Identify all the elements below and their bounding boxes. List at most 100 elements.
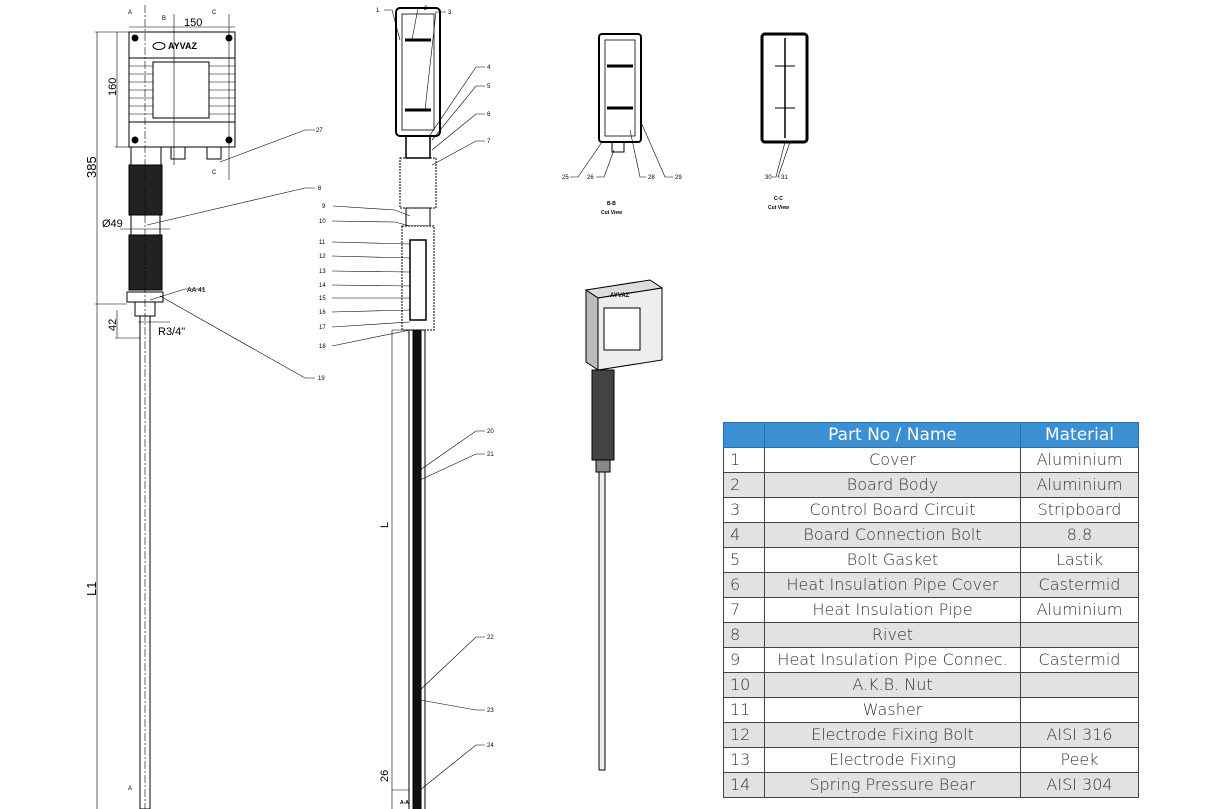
section-view-aa bbox=[391, 7, 441, 809]
part-number: 3 bbox=[723, 497, 765, 523]
part-name: Board Body bbox=[764, 472, 1021, 498]
part-name: Heat Insulation Pipe Connec. bbox=[764, 647, 1021, 673]
part-material: Stripboard bbox=[1020, 497, 1139, 523]
part-number: 5 bbox=[723, 547, 765, 573]
part-material bbox=[1020, 697, 1139, 723]
finned-pipe bbox=[128, 164, 163, 291]
part-name: Electrode Fixing bbox=[764, 747, 1021, 773]
callout-17: 17 bbox=[319, 325, 326, 331]
part-number: 8 bbox=[723, 622, 765, 648]
part-name: Washer bbox=[764, 697, 1021, 723]
logo-3d: AYVAZ bbox=[610, 293, 630, 299]
part-number: 9 bbox=[723, 647, 765, 673]
part-number: 14 bbox=[723, 772, 765, 798]
callout-6: 6 bbox=[487, 112, 491, 118]
callout-10: 10 bbox=[319, 219, 326, 225]
part-material bbox=[1020, 672, 1139, 698]
marker-c2: C bbox=[212, 170, 217, 176]
part-material: Aluminium bbox=[1020, 447, 1139, 473]
part-name: Control Board Circuit bbox=[764, 497, 1021, 523]
callout-12: 12 bbox=[319, 254, 326, 260]
marker-c: C bbox=[212, 10, 217, 16]
part-name: Heat Insulation Pipe bbox=[764, 597, 1021, 623]
callout-30: 30 bbox=[765, 175, 772, 181]
part-number: 13 bbox=[723, 747, 765, 773]
aa-title: A-A bbox=[400, 800, 409, 806]
callout-20: 20 bbox=[487, 429, 494, 435]
part-name: Spring Pressure Bear bbox=[764, 772, 1021, 798]
part-material: AISI 316 bbox=[1020, 722, 1139, 748]
marker-a2: A bbox=[128, 786, 132, 792]
callout-26: 26 bbox=[587, 175, 594, 181]
part-material: Aluminium bbox=[1020, 472, 1139, 498]
dim-wrench: AA 41 bbox=[187, 287, 206, 294]
part-material: Lastik bbox=[1020, 547, 1139, 573]
callout-25: 25 bbox=[562, 175, 569, 181]
dim-thread: R3/4" bbox=[158, 326, 185, 338]
part-number: 2 bbox=[723, 472, 765, 498]
part-number: 12 bbox=[723, 722, 765, 748]
part-name: Board Connection Bolt bbox=[764, 522, 1021, 548]
dim-diameter: Ø49 bbox=[102, 218, 123, 230]
callout-3: 3 bbox=[448, 10, 452, 16]
callout-15: 15 bbox=[319, 296, 326, 302]
dim-l1: L1 bbox=[84, 582, 99, 596]
header-material: Material bbox=[1020, 422, 1139, 448]
dim-width: 150 bbox=[184, 17, 202, 29]
part-name: A.K.B. Nut bbox=[764, 672, 1021, 698]
part-material: Castermid bbox=[1020, 572, 1139, 598]
part-material: Aluminium bbox=[1020, 597, 1139, 623]
callout-27: 27 bbox=[316, 128, 323, 134]
callout-11: 11 bbox=[319, 240, 326, 246]
part-material: 8.8 bbox=[1020, 522, 1139, 548]
part-material: Peek bbox=[1020, 747, 1139, 773]
callout-4: 4 bbox=[487, 65, 491, 71]
callout-22: 22 bbox=[487, 635, 494, 641]
marker-b: B bbox=[162, 16, 166, 22]
part-number: 6 bbox=[723, 572, 765, 598]
part-number: 10 bbox=[723, 672, 765, 698]
callout-13: 13 bbox=[319, 269, 326, 275]
callout-14: 14 bbox=[319, 283, 326, 289]
part-name: Electrode Fixing Bolt bbox=[764, 722, 1021, 748]
callout-8: 8 bbox=[318, 186, 322, 192]
callout-31: 31 bbox=[781, 175, 788, 181]
callout-7: 7 bbox=[487, 139, 491, 145]
part-name: Heat Insulation Pipe Cover bbox=[764, 572, 1021, 598]
part-number: 7 bbox=[723, 597, 765, 623]
header-no bbox=[723, 422, 765, 448]
part-name: Bolt Gasket bbox=[764, 547, 1021, 573]
callout-23: 23 bbox=[487, 708, 494, 714]
callout-16: 16 bbox=[319, 310, 326, 316]
dim-total-height: 385 bbox=[84, 156, 99, 178]
bb-title: B-B bbox=[607, 201, 616, 207]
logo: AYVAZ bbox=[168, 41, 198, 51]
part-name: Cover bbox=[764, 447, 1021, 473]
dim-l: L bbox=[379, 522, 391, 528]
callout-18: 18 bbox=[319, 344, 326, 350]
part-number: 4 bbox=[723, 522, 765, 548]
cc-subtitle: Cut View bbox=[768, 205, 789, 211]
cc-title: C-C bbox=[774, 196, 783, 202]
marker-a: A bbox=[128, 10, 132, 16]
callout-28: 28 bbox=[648, 175, 655, 181]
callout-24: 24 bbox=[487, 743, 494, 749]
part-name: Rivet bbox=[764, 622, 1021, 648]
dim-box-height: 160 bbox=[107, 78, 119, 96]
front-view: AYVAZ bbox=[95, 5, 315, 809]
callout-19: 19 bbox=[318, 376, 325, 382]
